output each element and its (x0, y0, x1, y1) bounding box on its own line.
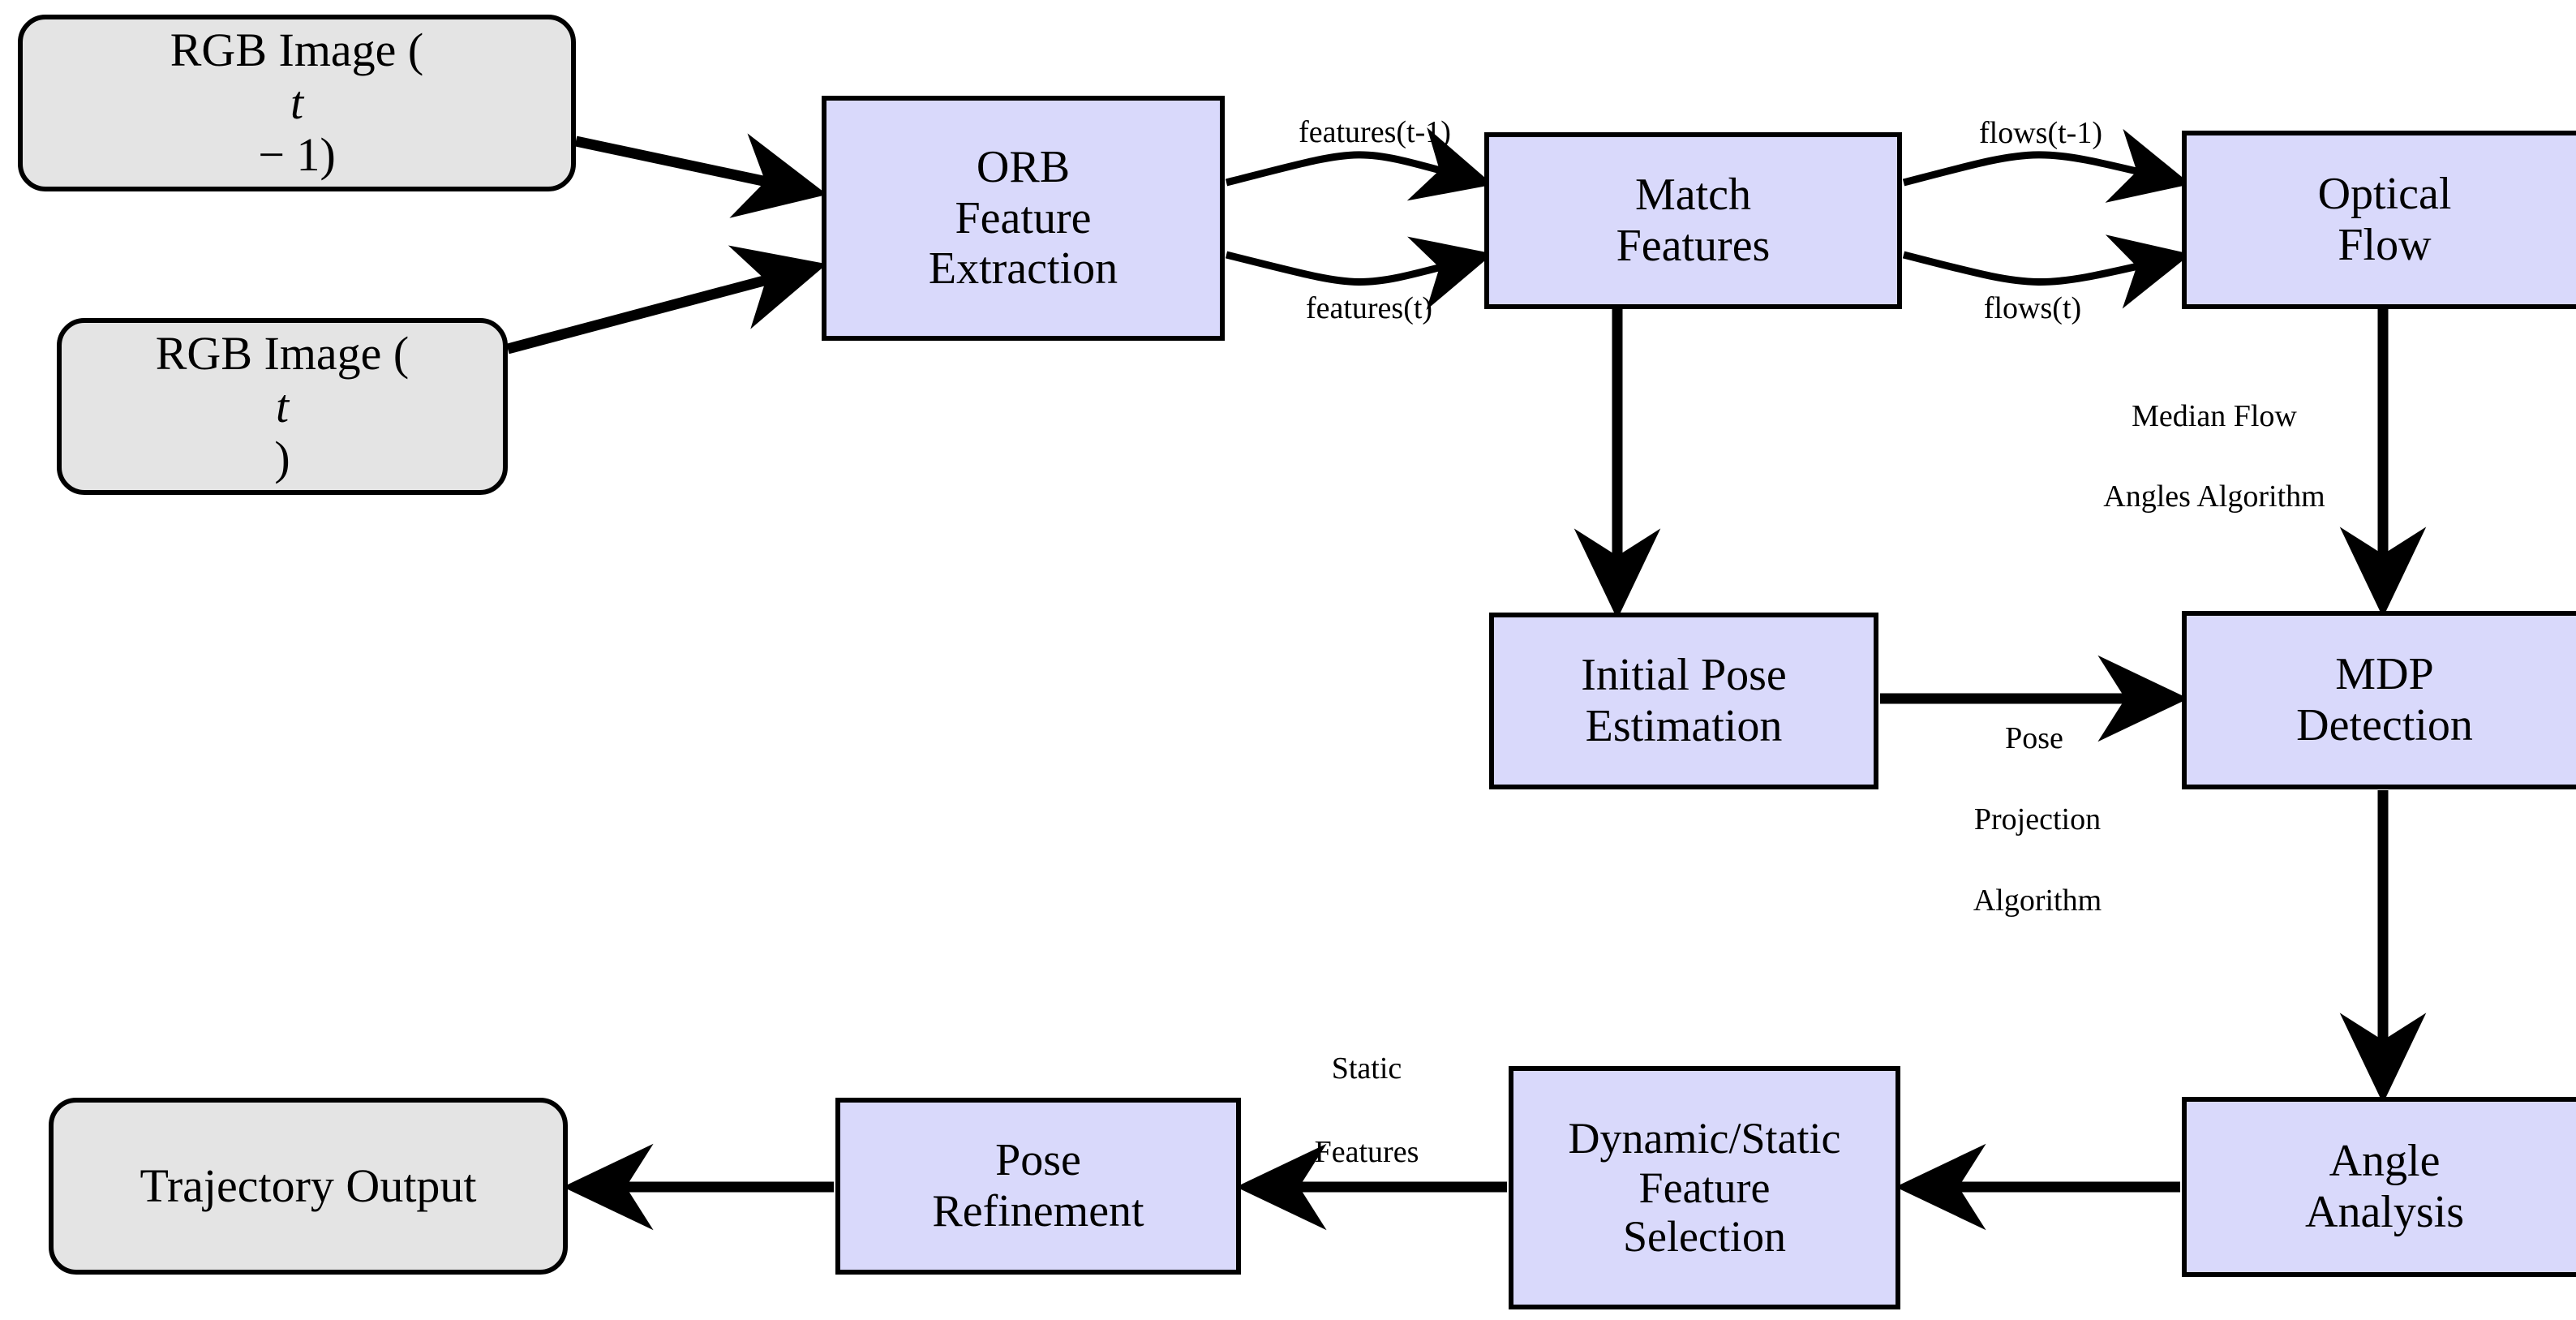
node-label-orb-feature-extraction: ORB Feature Extraction (928, 141, 1118, 295)
node-match-features[interactable]: Match Features (1484, 132, 1902, 309)
node-label-angle-analysis: Angle Analysis (2305, 1136, 2464, 1237)
node-label-dynamic-static-feature-selection: Dynamic/Static Feature Selection (1568, 1114, 1841, 1262)
node-label-trajectory-output: Trajectory Output (140, 1159, 477, 1212)
edge-label-flows-t: flows(t) (1983, 291, 2082, 325)
edge-rgb-t-to-orb (506, 245, 827, 355)
edge-orb-to-match-bottom (1225, 236, 1493, 311)
node-initial-pose-estimation[interactable]: Initial Pose Estimation (1489, 613, 1878, 789)
edge-label-algorithm: Algorithm (1973, 884, 2102, 918)
edge-match-to-flow-bottom (1902, 234, 2192, 309)
edge-label-angles-algorithm: Angles Algorithm (2103, 479, 2325, 514)
edge-label-static: Static (1331, 1051, 1402, 1086)
edge-label-flows-t-minus-1: flows(t-1) (1979, 116, 2102, 150)
edge-match-to-flow-top (1902, 128, 2192, 203)
edge-rgb-tm1-to-orb (574, 133, 827, 218)
node-label-rgb-image-t: RGB Image (t) (155, 326, 410, 485)
node-label-rgb-image-t-minus-1: RGB Image (t − 1) (170, 23, 424, 182)
node-trajectory-output[interactable]: Trajectory Output (49, 1098, 568, 1275)
node-optical-flow[interactable]: Optical Flow (2182, 131, 2576, 309)
node-rgb-image-t-minus-1[interactable]: RGB Image (t − 1) (18, 15, 576, 191)
node-pose-refinement[interactable]: Pose Refinement (835, 1098, 1241, 1275)
edge-label-features-t-minus-1: features(t-1) (1299, 115, 1451, 149)
node-rgb-image-t[interactable]: RGB Image (t) (57, 318, 508, 495)
edge-label-projection: Projection (1973, 802, 2102, 836)
edge-label-pose: Pose (2005, 721, 2063, 755)
node-label-mdp-detection: MDP Detection (2296, 649, 2473, 750)
edge-label-features: Features (1314, 1135, 1419, 1169)
node-label-match-features: Match Features (1616, 170, 1771, 271)
node-label-initial-pose-estimation: Initial Pose Estimation (1581, 650, 1787, 751)
edge-orb-to-match-top (1225, 127, 1493, 201)
edge-label-median-flow: Median Flow (2132, 399, 2297, 433)
node-angle-analysis[interactable]: Angle Analysis (2182, 1097, 2576, 1277)
node-dynamic-static-feature-selection[interactable]: Dynamic/Static Feature Selection (1509, 1066, 1900, 1309)
edge-label-features-t: features(t) (1305, 291, 1433, 325)
node-label-optical-flow: Optical Flow (2317, 169, 2452, 270)
node-mdp-detection[interactable]: MDP Detection (2182, 611, 2576, 789)
node-label-pose-refinement: Pose Refinement (932, 1135, 1144, 1236)
node-orb-feature-extraction[interactable]: ORB Feature Extraction (822, 96, 1225, 341)
